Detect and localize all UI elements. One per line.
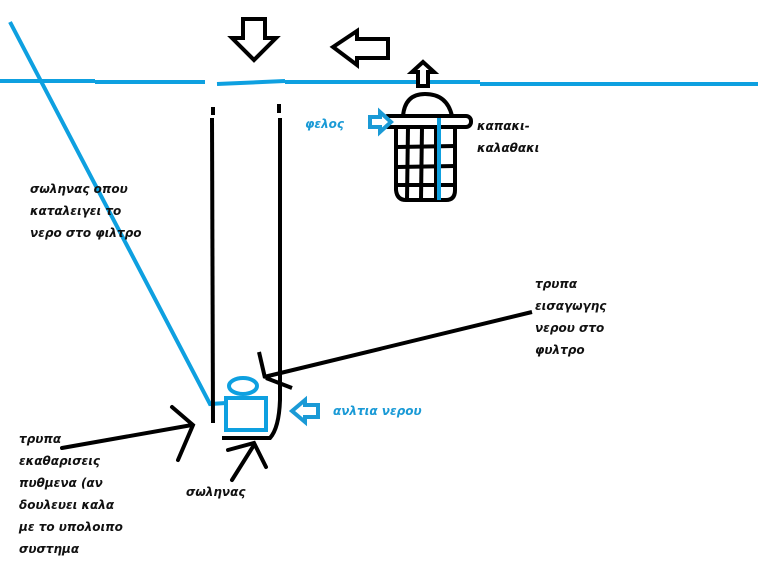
bottom-hole-label-line: δουλευει καλα: [19, 498, 115, 512]
water-pump-label: ανλτια νερου: [333, 404, 422, 418]
arrow-down-outline-icon: [227, 17, 281, 63]
bottom-hole-pointer: [60, 405, 196, 462]
inlet-hose-label-line: καταλειγει το: [30, 204, 122, 218]
inlet-hole-label-line: νερου στο: [535, 321, 605, 335]
pipe-pointer: [226, 440, 268, 482]
arrow-left-blue-icon: [288, 395, 320, 427]
inlet-hose-line: [8, 21, 227, 407]
pipe-label: σωληνας: [186, 485, 246, 499]
bottom-cleaning-hole-label: τρυπα εκαθαρισεις πυθμενα (αν δουλευει κ…: [19, 428, 123, 560]
inlet-hole-pointer: [263, 310, 533, 379]
inlet-hose-label: σωληνας οπου καταλειγει το νερο στο φιλτ…: [30, 178, 141, 244]
arrow-left-outline-icon: [329, 27, 390, 69]
float-label: φελος: [305, 117, 345, 131]
inlet-hole-label: τρυπα εισαγωγης νερου στο φυλτρο: [535, 273, 606, 361]
bottom-hole-label-line: εκαθαρισεις: [19, 454, 101, 468]
water-pump: [224, 376, 268, 432]
inlet-hole-label-line: φυλτρο: [535, 343, 585, 357]
lid-basket-label: καπακι- καλαθακι: [477, 115, 539, 159]
arrow-right-blue-icon: [368, 107, 394, 137]
arrow-up-icon: [406, 59, 440, 88]
lid-basket-label-line: καλαθακι: [477, 141, 540, 155]
inlet-hose-label-line: νερο στο φιλτρο: [30, 226, 142, 240]
inlet-hose-label-line: σωληνας οπου: [30, 182, 128, 196]
bottom-hole-label-line: πυθμενα (αν: [19, 476, 103, 490]
bottom-hole-label-line: συστημα: [19, 542, 80, 556]
bottom-hole-label-line: με το υπολοιπο: [19, 520, 123, 534]
lid-basket-label-line: καπακι-: [477, 119, 530, 133]
inlet-hole-label-line: εισαγωγης: [535, 299, 607, 313]
skimmer-tube: [210, 104, 282, 440]
inlet-hole-arrow-barb: [265, 376, 293, 390]
bottom-hole-label-line: τρυπα: [19, 432, 62, 446]
water-surface-line: [0, 79, 758, 86]
lid-basket: [381, 92, 473, 202]
inlet-hole-label-line: τρυπα: [535, 277, 578, 291]
